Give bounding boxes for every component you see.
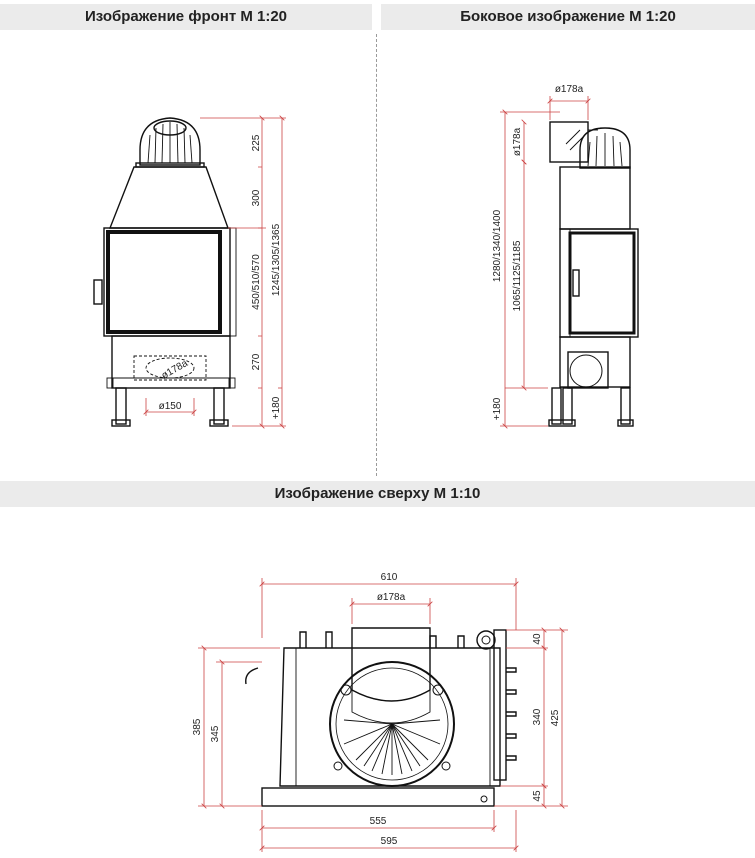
side-view: ø178a ø178a 1280/1340/1400 1065/1125/118… xyxy=(492,84,639,427)
front-dim-300: 300 xyxy=(251,189,262,206)
side-firebox xyxy=(559,228,639,338)
top-left-handle xyxy=(245,667,259,685)
front-firebox xyxy=(103,227,231,337)
top-fins xyxy=(506,667,517,761)
top-dim-340: 340 xyxy=(532,708,543,725)
top-dim-45: 45 xyxy=(532,790,543,802)
top-dim-595: 595 xyxy=(381,836,398,847)
top-dim-178: ø178a xyxy=(377,592,406,603)
top-brackets-left xyxy=(299,631,333,648)
side-dim-1280: 1280/1340/1400 xyxy=(492,209,503,282)
side-flue-collar xyxy=(549,121,589,163)
top-dim-555: 555 xyxy=(370,816,387,827)
side-dim-180: +180 xyxy=(492,397,503,420)
top-dim-385: 385 xyxy=(192,718,203,735)
side-upper-body xyxy=(559,166,631,230)
front-glass-frame xyxy=(106,230,222,334)
side-base xyxy=(559,336,631,388)
front-dim-1245: 1245/1305/1365 xyxy=(271,223,282,296)
side-dim-178-top: ø178a xyxy=(555,84,584,95)
top-flue-neck xyxy=(351,627,431,702)
top-dim-40: 40 xyxy=(532,633,543,645)
front-dim-150: ø150 xyxy=(159,401,182,412)
side-dim-178-vertical: ø178a xyxy=(512,127,523,156)
side-handle xyxy=(572,269,580,297)
front-base xyxy=(111,335,231,389)
top-body xyxy=(279,647,501,787)
top-view-header: Изображение сверху М 1:10 xyxy=(0,481,755,507)
front-dim-270: 270 xyxy=(251,353,262,370)
top-dim-345: 345 xyxy=(210,725,221,742)
top-brackets-right xyxy=(429,635,465,648)
top-view: 610 ø178a 385 345 40 340 425 45 555 595 xyxy=(192,572,568,852)
top-front-plate xyxy=(261,787,495,807)
front-view-header: Изображение фронт М 1:20 xyxy=(0,4,372,30)
top-dim-425: 425 xyxy=(550,709,561,726)
side-dome xyxy=(579,127,631,169)
top-right-tube xyxy=(493,629,507,781)
side-dimensions xyxy=(500,96,588,426)
front-dome xyxy=(135,117,205,168)
front-dim-180: +180 xyxy=(271,396,282,419)
front-legs xyxy=(106,377,236,427)
view-divider xyxy=(376,34,377,476)
front-hood xyxy=(108,166,229,229)
top-dome-ribs xyxy=(343,719,441,775)
top-dome-circle xyxy=(329,661,455,787)
front-dim-225: 225 xyxy=(251,134,262,151)
top-dimensions xyxy=(198,578,568,852)
front-dim-450: 450/510/570 xyxy=(251,254,262,310)
side-legs xyxy=(548,387,634,427)
front-dimensions xyxy=(146,118,286,426)
side-dim-1065: 1065/1125/1185 xyxy=(512,240,523,311)
front-handle xyxy=(93,279,103,305)
front-view: 225 300 450/510/570 270 1245/1305/1365 +… xyxy=(93,117,286,427)
side-view-header: Боковое изображение М 1:20 xyxy=(381,4,755,30)
top-dim-610: 610 xyxy=(381,572,398,583)
